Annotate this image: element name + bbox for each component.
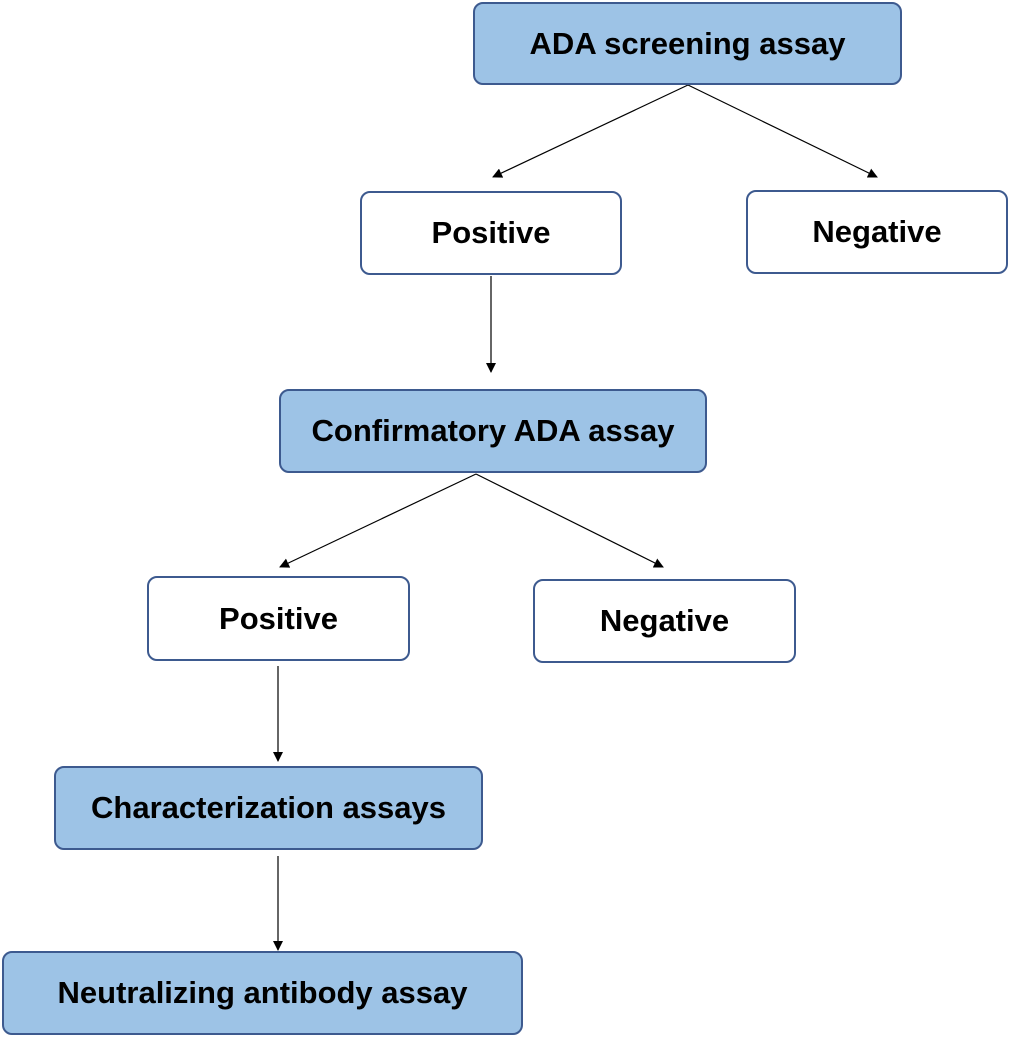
arrow-screening-to-negative — [687, 84, 878, 178]
confirmatory-positive-box: Positive — [147, 576, 410, 661]
arrow-confirmatory-to-negative — [475, 473, 664, 568]
confirmatory-assay-box: Confirmatory ADA assay — [279, 389, 707, 473]
screening-assay-box: ADA screening assay — [473, 2, 902, 85]
arrow-confirmatory-to-positive — [279, 473, 477, 568]
characterization-assays-label: Characterization assays — [91, 790, 446, 825]
confirmatory-positive-label: Positive — [219, 600, 338, 636]
arrow-screening-to-positive — [492, 84, 689, 178]
neutralizing-antibody-assay-label: Neutralizing antibody assay — [57, 975, 468, 1010]
confirmatory-negative-box: Negative — [533, 579, 796, 663]
screening-negative-label: Negative — [812, 214, 942, 249]
screening-positive-box: Positive — [360, 191, 622, 275]
screening-positive-label: Positive — [431, 215, 551, 250]
screening-negative-box: Negative — [746, 190, 1008, 274]
screening-assay-label: ADA screening assay — [529, 25, 846, 61]
confirmatory-negative-label: Negative — [599, 603, 730, 638]
neutralizing-antibody-assay-box: Neutralizing antibody assay — [2, 951, 523, 1035]
characterization-assays-box: Characterization assays — [54, 766, 483, 850]
confirmatory-assay-label: Confirmatory ADA assay — [311, 413, 675, 448]
